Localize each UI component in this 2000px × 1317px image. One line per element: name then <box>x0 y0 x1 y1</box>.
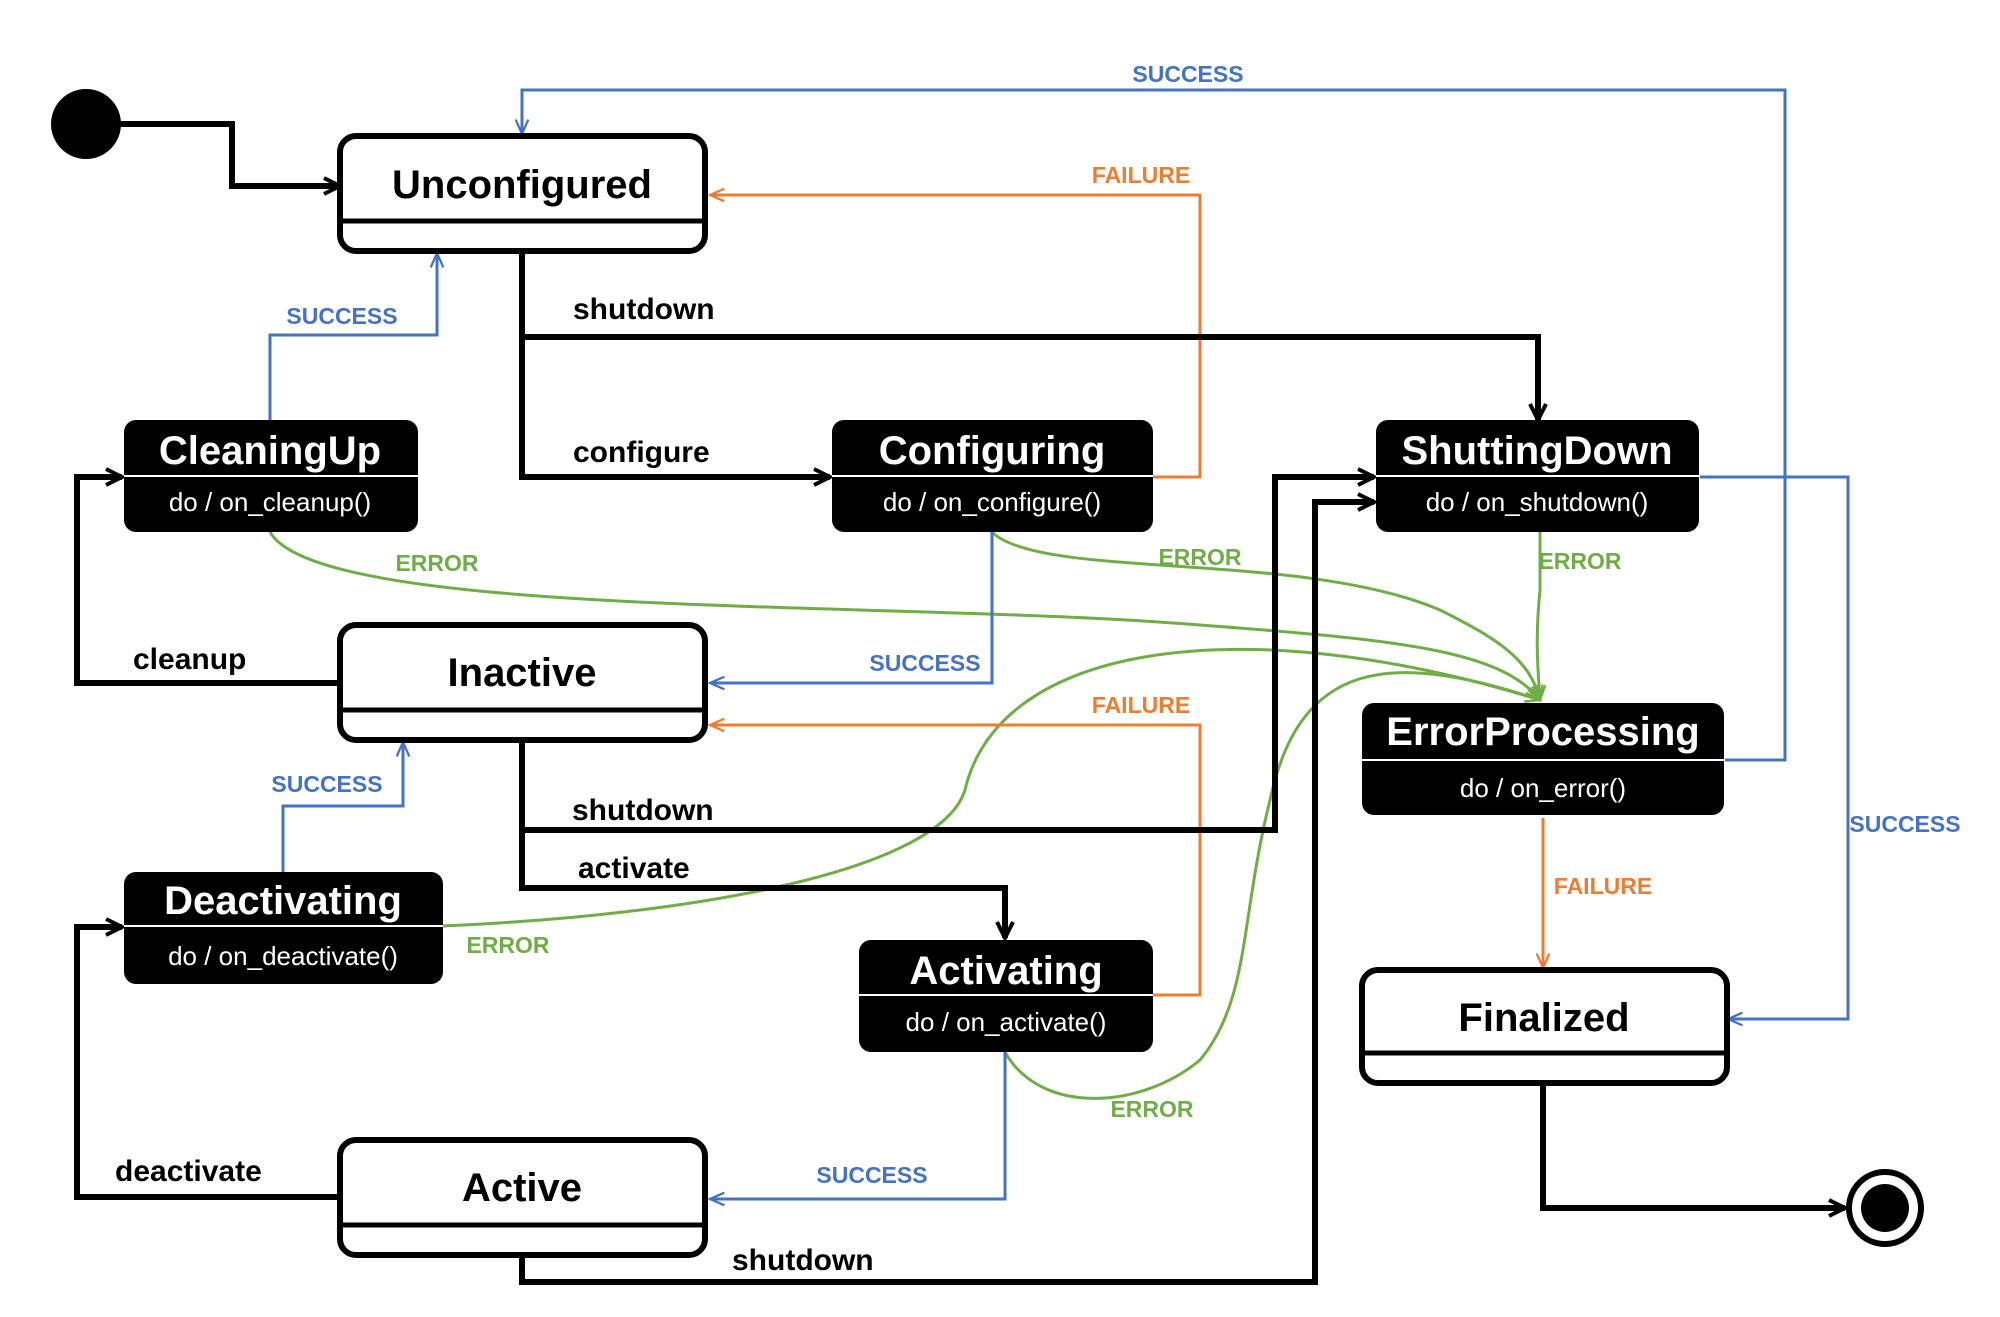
event-label-shutdown: shutdown <box>732 1244 874 1277</box>
result-label-failure: FAILURE <box>1554 873 1652 899</box>
event-label-deactivate: deactivate <box>115 1155 262 1188</box>
activate-arrow[interactable] <box>519 830 1005 938</box>
state-name: Configuring <box>879 429 1106 473</box>
state-configuring[interactable]: Configuring do / on_configure() <box>832 420 1153 532</box>
deactivate-arrow[interactable] <box>74 927 340 1200</box>
state-errorprocessing[interactable]: ErrorProcessing do / on_error() <box>1362 703 1724 815</box>
state-deactivating[interactable]: Deactivating do / on_deactivate() <box>124 872 443 984</box>
state-name: Finalized <box>1458 996 1629 1040</box>
shutdown-arrow-unconfigured[interactable] <box>519 253 1538 420</box>
result-label-success: SUCCESS <box>286 303 397 329</box>
state-action: do / on_deactivate() <box>168 941 398 971</box>
state-unconfigured[interactable]: Unconfigured <box>337 133 708 254</box>
state-cleaningup[interactable]: CleaningUp do / on_cleanup() <box>124 420 418 532</box>
error-transitions <box>268 530 1540 1100</box>
success-arrow-shuttingdown-to-finalized[interactable] <box>1700 475 1850 1019</box>
configure-arrow[interactable] <box>519 337 830 477</box>
initial-transition <box>120 121 340 186</box>
result-label-error: ERROR <box>395 550 478 576</box>
state-action: do / on_error() <box>1460 773 1626 803</box>
result-label-error: ERROR <box>1158 544 1241 570</box>
shutdown-arrow-inactive[interactable] <box>519 477 1374 833</box>
state-action: do / on_activate() <box>906 1007 1107 1037</box>
error-arrow-activating[interactable] <box>1003 671 1540 1100</box>
state-name: Inactive <box>448 651 597 695</box>
error-arrow-configuring[interactable] <box>990 530 1540 700</box>
cleanup-arrow[interactable] <box>74 477 340 686</box>
state-name: Deactivating <box>164 879 402 923</box>
state-inactive[interactable]: Inactive <box>337 622 708 743</box>
result-label-success: SUCCESS <box>1849 811 1960 837</box>
state-name: Active <box>462 1166 582 1210</box>
success-arrow-deactivating-to-inactive[interactable] <box>281 742 403 872</box>
result-label-success: SUCCESS <box>816 1162 927 1188</box>
state-action: do / on_shutdown() <box>1426 487 1649 517</box>
success-arrow-cleaningup-to-unconfigured[interactable] <box>268 253 437 420</box>
state-name: CleaningUp <box>159 429 381 473</box>
result-label-success: SUCCESS <box>869 650 980 676</box>
event-label-shutdown: shutdown <box>572 794 714 827</box>
state-activating[interactable]: Activating do / on_activate() <box>859 940 1153 1052</box>
failure-arrow-activating-to-inactive[interactable] <box>710 725 1202 997</box>
initial-state <box>51 89 121 159</box>
success-arrow-activating-to-active[interactable] <box>710 1052 1007 1199</box>
failure-transitions <box>710 195 1543 997</box>
event-label-activate: activate <box>578 852 690 885</box>
event-label-shutdown: shutdown <box>573 293 715 326</box>
error-arrow-cleaningup[interactable] <box>268 531 1540 700</box>
result-label-error: ERROR <box>466 932 549 958</box>
state-name: Unconfigured <box>392 163 652 207</box>
state-name: ErrorProcessing <box>1386 710 1699 754</box>
result-label-failure: FAILURE <box>1092 692 1190 718</box>
final-transition <box>1540 1083 1845 1208</box>
result-label-failure: FAILURE <box>1092 162 1190 188</box>
state-action: do / on_configure() <box>883 487 1101 517</box>
state-finalized[interactable]: Finalized <box>1359 967 1730 1086</box>
error-arrow-deactivating[interactable] <box>441 647 1540 928</box>
state-action: do / on_cleanup() <box>169 487 371 517</box>
result-label-success: SUCCESS <box>271 771 382 797</box>
event-label-cleanup: cleanup <box>133 643 246 676</box>
success-arrow-configuring-to-inactive[interactable] <box>710 532 994 683</box>
state-active[interactable]: Active <box>337 1137 708 1258</box>
event-transitions <box>74 121 1845 1285</box>
event-label-configure: configure <box>573 436 710 469</box>
state-name: Activating <box>909 949 1102 993</box>
result-label-error: ERROR <box>1110 1096 1193 1122</box>
state-name: ShuttingDown <box>1401 429 1672 473</box>
success-arrow-errorprocessing-to-unconfigured[interactable] <box>522 88 1787 762</box>
state-shuttingdown[interactable]: ShuttingDown do / on_shutdown() <box>1376 420 1699 532</box>
final-state <box>1846 1169 1924 1247</box>
result-label-success: SUCCESS <box>1132 61 1243 87</box>
shutdown-arrow-active[interactable] <box>519 502 1374 1285</box>
result-label-error: ERROR <box>1538 548 1621 574</box>
success-transitions <box>268 88 1850 1199</box>
